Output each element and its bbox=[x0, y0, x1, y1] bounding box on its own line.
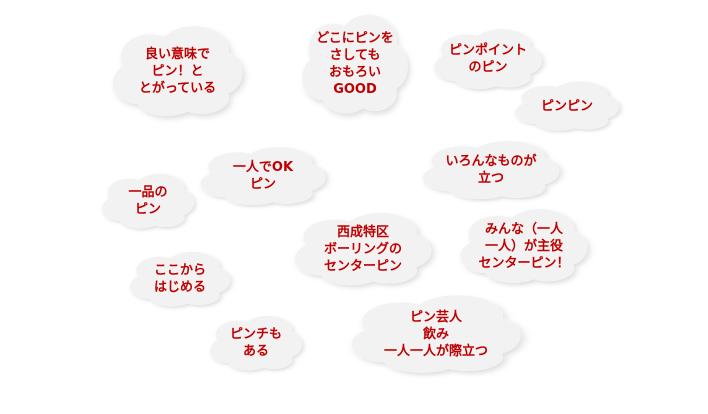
cloud-pinchi: ピンチも ある bbox=[208, 312, 304, 374]
cloud-shape bbox=[112, 26, 243, 116]
cloud-nishinari: 西成特区 ボーリングの センターピン bbox=[292, 208, 434, 290]
cloud-shape bbox=[515, 81, 619, 131]
cloud-pinpin: ピンピン bbox=[513, 78, 621, 134]
cloud-pinpoint: ピンポイント のピン bbox=[432, 25, 544, 93]
cloud-label: ピンポイント のピン bbox=[448, 43, 527, 75]
cloud-shape bbox=[434, 29, 542, 89]
cloud-shape bbox=[302, 14, 408, 114]
cloud-shape bbox=[422, 140, 560, 200]
cloud-label: どこにピンを さしても おもろい GOOD bbox=[316, 31, 394, 97]
cloud-kokokara: ここから はじめる bbox=[128, 248, 232, 310]
cloud-ii-imi: 良い意味で ピン！と とがっている bbox=[110, 20, 245, 122]
cloud-hitori-ok: 一人でOK ピン bbox=[198, 143, 328, 209]
cloud-dokoni: どこにピンを さしても おもろい GOOD bbox=[300, 8, 410, 120]
cloud-shape bbox=[460, 209, 588, 283]
cloud-label: 西成特区 ボーリングの センターピン bbox=[323, 224, 402, 274]
cloud-shape bbox=[294, 212, 432, 286]
cloud-label: ピン芸人 飲み 一人一人が際立つ bbox=[383, 309, 488, 359]
cloud-ippin: 一品の ピン bbox=[100, 170, 196, 232]
cloud-label: みんな（一人 一人）が主役 センターピン！ bbox=[478, 221, 570, 271]
cloud-label: 一人でOK ピン bbox=[232, 160, 294, 192]
cloud-label: ピンチも ある bbox=[229, 327, 282, 359]
cloud-minna: みんな（一人 一人）が主役 センターピン！ bbox=[458, 204, 590, 288]
cloud-shape bbox=[209, 315, 303, 371]
cloud-shape bbox=[351, 295, 521, 373]
cloud-label: ここから はじめる bbox=[153, 263, 206, 295]
cloud-shape bbox=[101, 173, 195, 229]
cloud-shape bbox=[200, 146, 326, 206]
cloud-label: 良い意味で ピン！と とがっている bbox=[138, 46, 217, 96]
cloud-pin-geinin: ピン芸人 飲み 一人一人が際立つ bbox=[348, 290, 524, 378]
cloud-iron: いろんなものが 立つ bbox=[420, 137, 562, 203]
cloud-shape bbox=[130, 251, 230, 307]
cloud-label: いろんなものが 立つ bbox=[445, 154, 537, 186]
cloud-label: ピンピン bbox=[540, 98, 593, 114]
cloud-label: 一品の ピン bbox=[128, 185, 168, 217]
